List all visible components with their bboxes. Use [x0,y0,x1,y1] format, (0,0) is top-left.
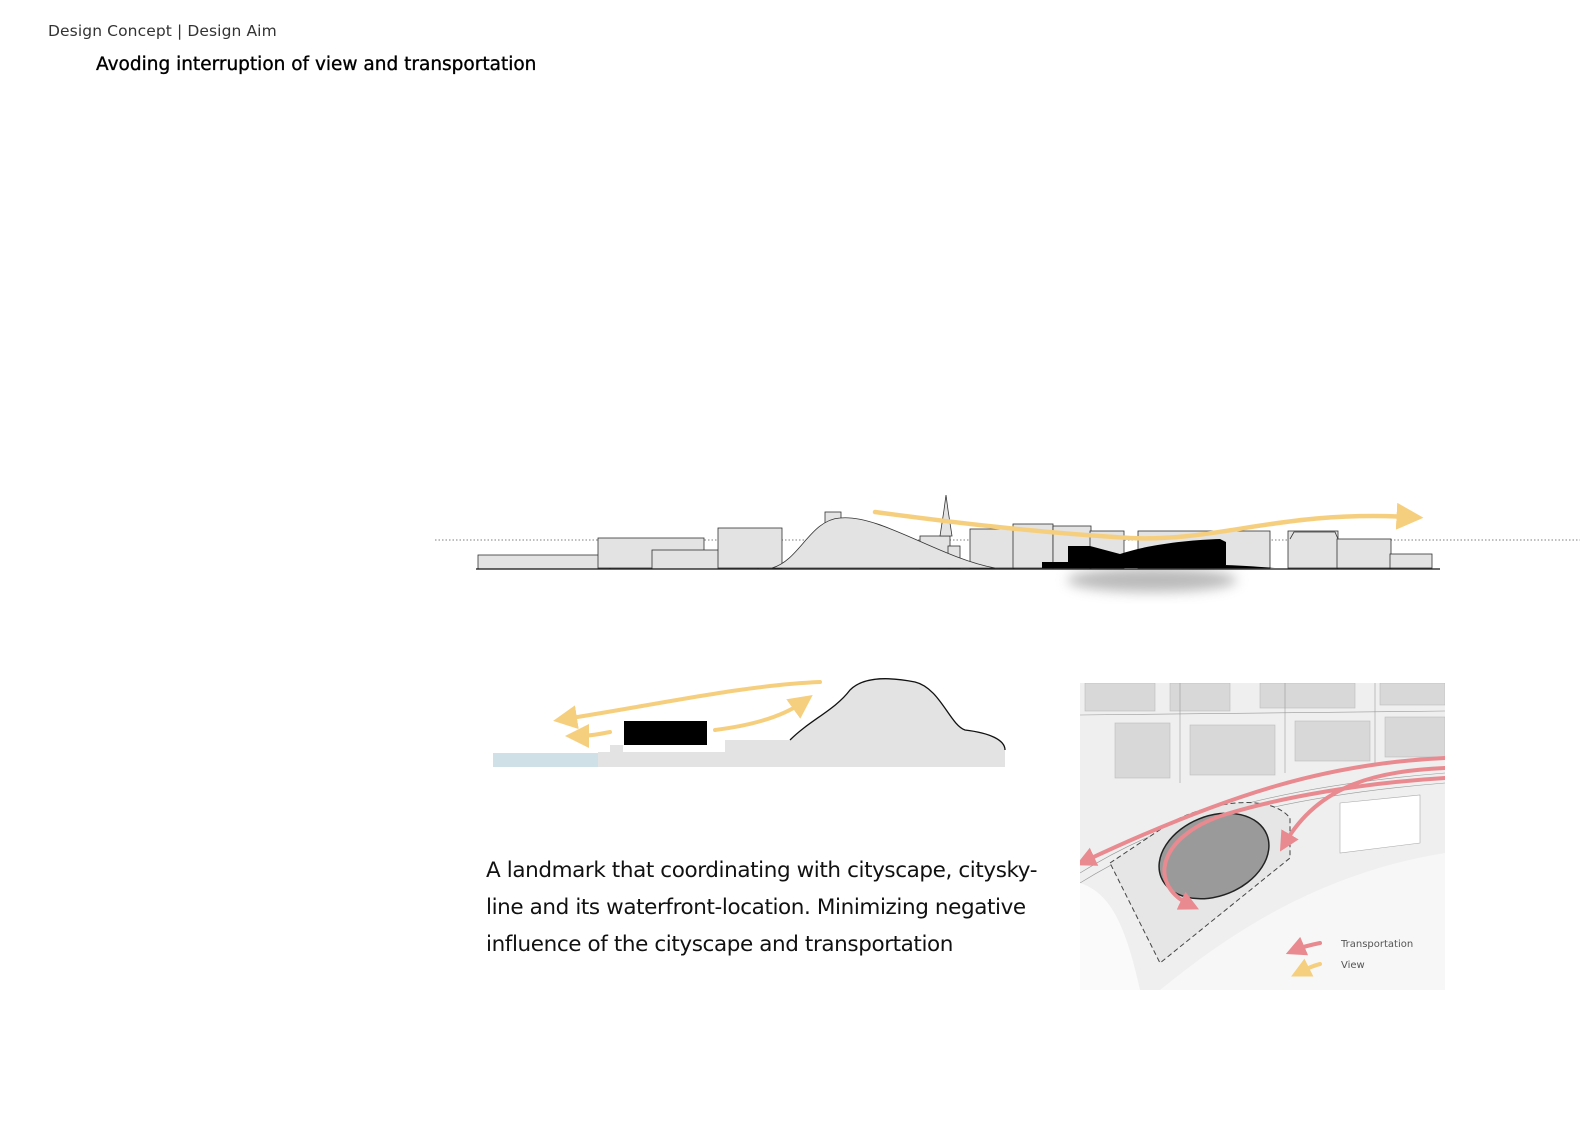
view-arrow-skyline [872,502,1424,541]
legend-view-label: View [1341,960,1365,971]
landmark-shadow [1067,568,1237,592]
transportation-arrow [1162,776,1445,910]
landmark-building-upper [1068,539,1226,565]
view-arrow-over [553,680,822,730]
header-label: Design Concept | Design Aim [48,22,277,40]
church-spire [939,494,953,537]
transportation-arrow [1080,756,1445,866]
landmark-block [624,721,707,745]
view-arrow-right [713,694,813,732]
terrain [598,678,1005,767]
page-title: Avoding interruption of view and transpo… [96,54,537,75]
legend-view-icon [1291,958,1322,977]
transportation-arrow [1279,766,1445,852]
site-plan-diagram: Transportation View [1080,683,1445,990]
description-line: influence of the cityscape and transport… [486,932,954,957]
water-area [493,753,601,767]
legend-transportation-label: Transportation [1340,939,1413,950]
description-line: A landmark that coordinating with citysc… [486,858,1038,883]
legend-transportation-icon [1285,936,1322,956]
description-line: line and its waterfront-location. Minimi… [486,895,1026,920]
hill [771,517,996,569]
skyline-section-diagram [435,494,1580,592]
waterfront-section-diagram [493,678,1006,767]
description-text: A landmark that coordinating with citysc… [486,852,1046,963]
view-arrow-left [565,723,612,748]
